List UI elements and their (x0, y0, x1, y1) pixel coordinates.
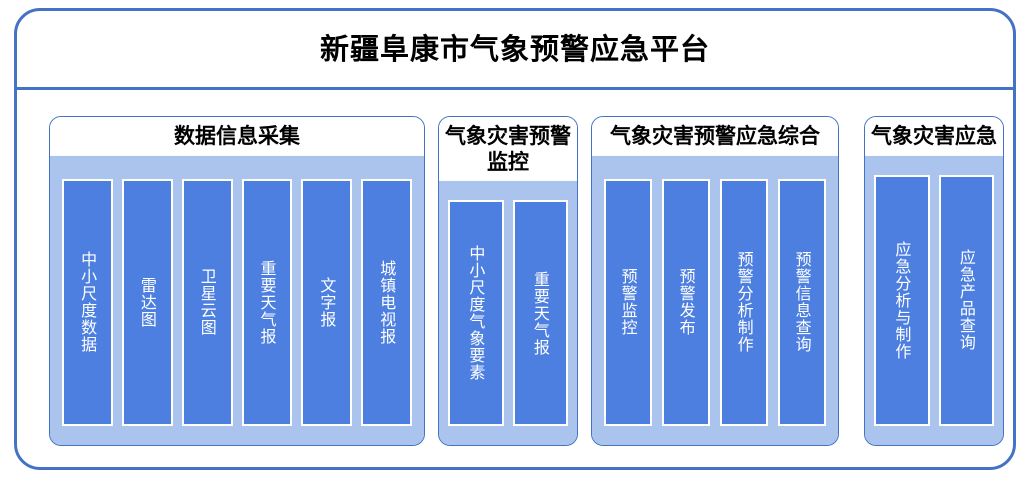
item-warning-monitoring[interactable]: 预警监控 (604, 178, 652, 426)
section-body-disaster-warning-monitoring: 中小尺度气象要素 重要天气报 (439, 181, 577, 445)
item-label: 重要天气报 (257, 259, 277, 345)
item-radar-chart[interactable]: 雷达图 (121, 178, 173, 426)
item-label: 应急产品查询 (956, 249, 976, 352)
item-important-weather-report[interactable]: 重要天气报 (512, 200, 568, 426)
item-label: 预警信息查询 (792, 251, 812, 354)
item-warning-info-query[interactable]: 预警信息查询 (778, 178, 826, 426)
platform-frame: 新疆阜康市气象预警应急平台 数据信息采集 中小尺度数据 雷达图 卫星云图 (14, 8, 1016, 470)
item-label: 卫星云图 (197, 268, 217, 337)
item-text-report[interactable]: 文字报 (301, 178, 353, 426)
section-title-disaster-emergency: 气象灾害应急 (865, 117, 1003, 156)
section-body-data-collection: 中小尺度数据 雷达图 卫星云图 重要天气报 文字报 城镇电视 (50, 155, 424, 445)
section-title-data-collection: 数据信息采集 (50, 117, 424, 156)
platform-title-bar: 新疆阜康市气象预警应急平台 (17, 11, 1013, 90)
section-title-disaster-warning-monitoring: 气象灾害预警监控 (439, 117, 577, 182)
section-card-disaster-emergency[interactable]: 气象灾害应急 应急分析与制作 应急产品查询 (864, 116, 1004, 446)
item-town-tv-report[interactable]: 城镇电视报 (361, 178, 412, 426)
item-label: 预警监控 (618, 268, 638, 337)
item-important-weather-report[interactable]: 重要天气报 (241, 178, 293, 426)
item-satellite-cloud-chart[interactable]: 卫星云图 (181, 178, 233, 426)
item-label: 文字报 (317, 276, 337, 328)
item-label: 雷达图 (137, 276, 157, 328)
item-label: 预警发布 (676, 268, 696, 337)
section-body-disaster-emergency: 应急分析与制作 应急产品查询 (865, 155, 1003, 445)
item-emergency-analysis-production[interactable]: 应急分析与制作 (874, 174, 930, 426)
sections-row: 数据信息采集 中小尺度数据 雷达图 卫星云图 重要天气报 文字报 (17, 93, 1013, 467)
section-card-disaster-warning-monitoring[interactable]: 气象灾害预警监控 中小尺度气象要素 重要天气报 (438, 116, 578, 446)
section-body-warning-emergency-integrated: 预警监控 预警发布 预警分析制作 预警信息查询 (592, 155, 838, 445)
item-emergency-product-query[interactable]: 应急产品查询 (938, 174, 994, 426)
item-label: 城镇电视报 (377, 259, 397, 345)
item-label: 预警分析制作 (734, 251, 754, 354)
item-warning-release[interactable]: 预警发布 (662, 178, 710, 426)
item-label: 重要天气报 (530, 270, 550, 356)
item-label: 应急分析与制作 (892, 240, 912, 360)
platform-title: 新疆阜康市气象预警应急平台 (319, 31, 710, 66)
item-label: 中小尺度气象要素 (466, 245, 486, 382)
item-label: 中小尺度数据 (78, 251, 98, 354)
item-meso-micro-scale-data[interactable]: 中小尺度数据 (62, 178, 113, 426)
section-title-warning-emergency-integrated: 气象灾害预警应急综合 (592, 117, 838, 156)
item-meso-micro-scale-elements[interactable]: 中小尺度气象要素 (448, 200, 504, 426)
section-card-warning-emergency-integrated[interactable]: 气象灾害预警应急综合 预警监控 预警发布 预警分析制作 预警信息查询 (591, 116, 839, 446)
item-warning-analysis-production[interactable]: 预警分析制作 (720, 178, 768, 426)
section-card-data-collection[interactable]: 数据信息采集 中小尺度数据 雷达图 卫星云图 重要天气报 文字报 (49, 116, 425, 446)
